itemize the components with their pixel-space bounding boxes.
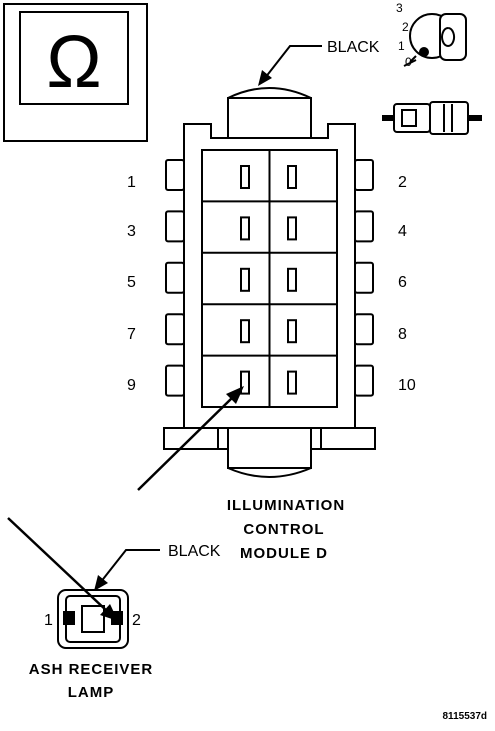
latch-left-5 (165, 261, 185, 294)
cavity-label-4: 4 (398, 223, 407, 240)
figure-code: 8115537d (443, 711, 488, 722)
cavity-terminal-5 (240, 267, 250, 292)
connector-black-label: BLACK (327, 39, 380, 56)
cavity-terminal-6 (287, 267, 297, 292)
latch-left-9 (165, 364, 185, 397)
connector-wire-label: BLACK (258, 39, 380, 86)
latch-left-1 (165, 159, 185, 191)
test-lead-arrow-lamp-pin-2 (7, 517, 118, 621)
cavity-terminal-1 (240, 165, 250, 189)
latch-right-8 (354, 313, 374, 346)
module-name: ILLUMINATION CONTROL MODULE D (227, 497, 345, 562)
lamp-wire-label: BLACK (94, 543, 221, 591)
illumination-module-connector (163, 87, 376, 478)
lamp-name-line-1: ASH RECEIVER (29, 661, 154, 678)
lamp-black-label: BLACK (168, 543, 221, 560)
ignition-position-3: 3 (396, 1, 403, 15)
ignition-key-icon: 3 2 1 0 (396, 1, 467, 69)
module-name-line-2: CONTROL (243, 521, 324, 538)
latch-left-7 (165, 313, 185, 346)
cavity-label-6: 6 (398, 274, 407, 291)
ash-receiver-lamp-connector (57, 589, 129, 649)
cavity-labels: 1 2 3 4 5 6 7 8 9 10 (127, 174, 416, 394)
test-lead-arrow-cavity-9 (137, 386, 244, 491)
ignition-position-1: 1 (398, 39, 405, 53)
cavity-label-2: 2 (398, 174, 407, 191)
cavity-terminal-8 (287, 319, 297, 344)
lamp-name: ASH RECEIVER LAMP (29, 661, 154, 701)
latch-right-2 (354, 159, 374, 191)
cavity-terminal-10 (287, 370, 297, 395)
lamp-name-line-2: LAMP (68, 684, 115, 701)
lamp-pin-1-label: 1 (44, 612, 53, 629)
cavity-label-3: 3 (127, 223, 136, 240)
cavity-label-1: 1 (127, 174, 136, 191)
cavity-terminal-3 (240, 216, 250, 241)
cavity-terminal-9 (240, 370, 250, 395)
latch-right-10 (354, 364, 374, 397)
ohmmeter-icon: Ω (3, 3, 148, 142)
cavity-label-8: 8 (398, 326, 407, 343)
latch-right-4 (354, 210, 374, 243)
cavity-label-7: 7 (127, 326, 136, 343)
module-name-line-3: MODULE D (240, 545, 328, 562)
cavity-terminal-7 (240, 319, 250, 344)
connector-cavities (165, 150, 374, 407)
cavity-label-5: 5 (127, 274, 136, 291)
latch-right-6 (354, 261, 374, 294)
module-name-line-1: ILLUMINATION (227, 497, 345, 514)
cavity-terminal-4 (287, 216, 297, 241)
latch-left-3 (165, 210, 185, 243)
lamp-pin-2-label: 2 (132, 612, 141, 629)
ignition-position-2: 2 (402, 20, 409, 34)
cavity-label-10: 10 (398, 377, 416, 394)
connector-key-icon (382, 101, 482, 135)
cavity-label-9: 9 (127, 377, 136, 394)
cavity-terminal-2 (287, 165, 297, 189)
ohm-symbol: Ω (46, 20, 101, 103)
ignition-position-0: 0 (405, 55, 412, 69)
